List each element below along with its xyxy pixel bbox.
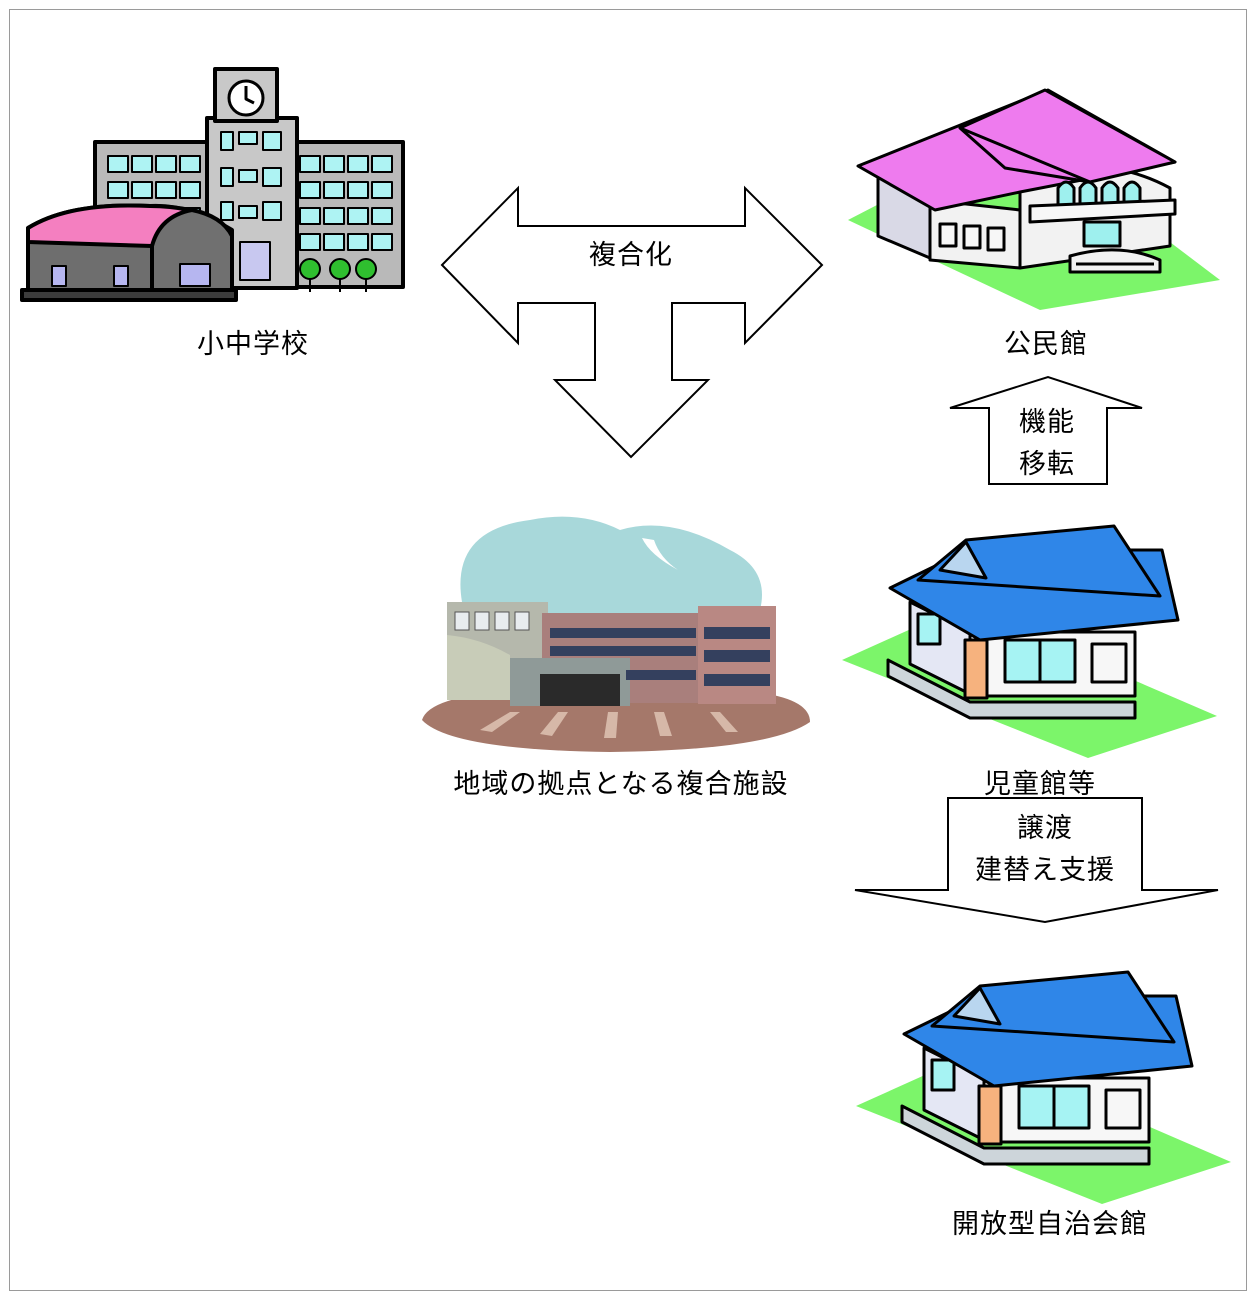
kino-iten-line-2: 移転 (1019, 449, 1075, 480)
jichikaikan-icon (856, 970, 1231, 1204)
kino-iten-arrow-label: 機能 移転 (1019, 402, 1075, 486)
joto-arrow (854, 797, 1219, 924)
school-icon (20, 67, 405, 302)
diagram-drawing (20, 67, 1231, 1204)
jidokan-label: 児童館等 (984, 769, 1096, 800)
school-label: 小中学校 (197, 329, 309, 360)
joto-line-2: 建替え支援 (975, 855, 1115, 886)
joto-line-1: 譲渡 (1017, 813, 1073, 844)
jichikaikan-label: 開放型自治会館 (952, 1209, 1148, 1240)
jidokan-icon (842, 524, 1217, 758)
kominkan-label: 公民館 (1004, 329, 1088, 360)
kino-iten-arrow (949, 375, 1143, 485)
complex-facility-label: 地域の拠点となる複合施設 (453, 769, 789, 800)
diagram-canvas: 小中学校 公民館 地域の拠点となる複合施設 児童館等 開放型自治会館 複合化 機… (9, 9, 1247, 1291)
complex-facility-icon (422, 516, 810, 752)
fukugoka-arrow (440, 185, 824, 459)
joto-arrow-label: 譲渡 建替え支援 (975, 808, 1115, 892)
kominkan-icon (848, 88, 1220, 310)
fukugoka-arrow-label: 複合化 (589, 240, 673, 271)
kino-iten-line-1: 機能 (1019, 407, 1075, 438)
